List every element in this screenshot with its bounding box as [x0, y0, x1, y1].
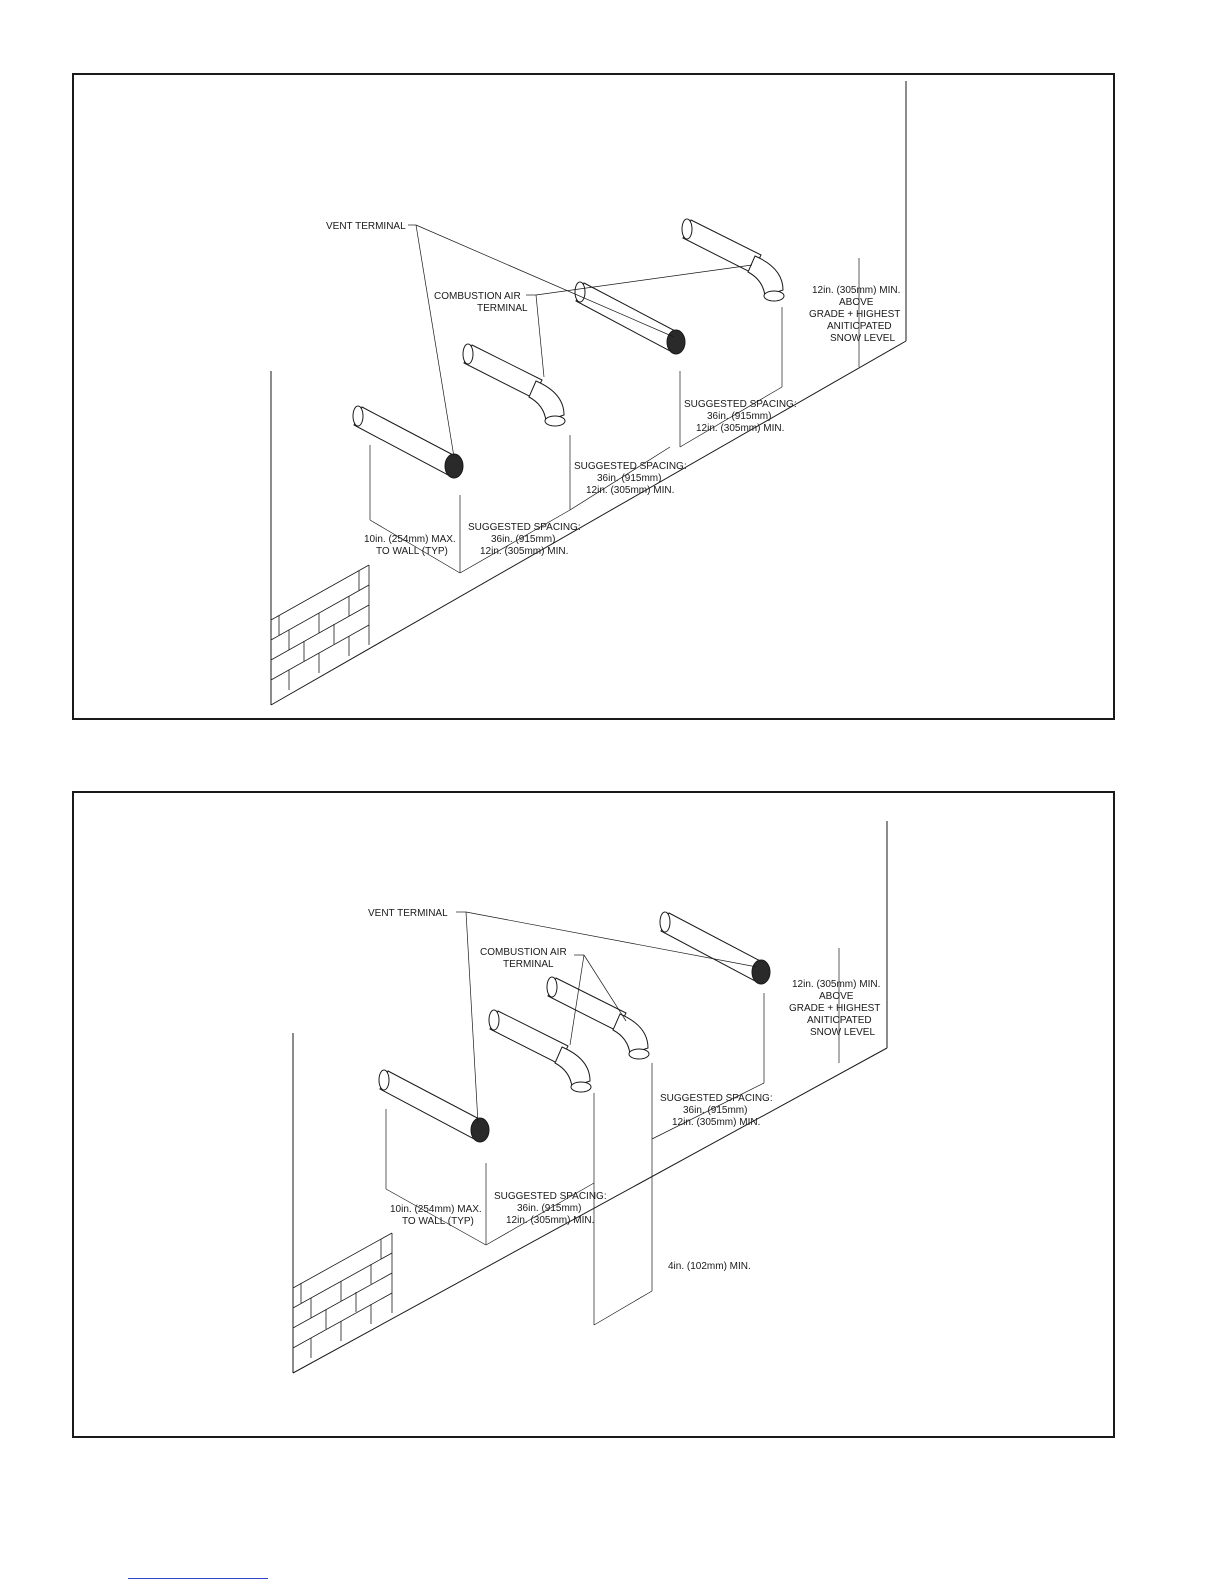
vent-layout-diagram-top: VENT TERMINAL COMBUSTION AIR TERMINAL 10… — [270, 81, 907, 706]
wall-distance-label: 10in. (254mm) MAX. — [390, 1204, 482, 1215]
grade-label-4: ANITICPATED — [807, 1015, 872, 1026]
grade-label-3: GRADE + HIGHEST — [789, 1003, 880, 1014]
wall-distance-label-2: TO WALL (TYP) — [402, 1216, 474, 1227]
spacing-label-a-2: 36in. (915mm) — [517, 1203, 581, 1214]
spacing-label-c: SUGGESTED SPACING: — [684, 399, 797, 410]
wall-base-line — [292, 1047, 888, 1374]
vent-terminal-label: VENT TERMINAL — [368, 908, 448, 919]
vent-terminal-label: VENT TERMINAL — [326, 221, 406, 232]
vent-terminal-pipe-1 — [352, 405, 464, 479]
leader-lines — [408, 224, 753, 458]
combustion-air-label-2: TERMINAL — [503, 959, 554, 970]
combustion-air-pipe-2 — [681, 218, 785, 302]
vent-layout-diagram-bottom: VENT TERMINAL COMBUSTION AIR TERMINAL 10… — [292, 821, 888, 1374]
spacing-label-c-2: 36in. (915mm) — [707, 411, 771, 422]
combustion-air-pipe-2 — [546, 976, 650, 1060]
brick-wall-pattern — [270, 564, 370, 690]
spacing-label-b: SUGGESTED SPACING: — [574, 461, 687, 472]
spacing-label-b-2: 36in. (915mm) — [597, 473, 661, 484]
wall-distance-label: 10in. (254mm) MAX. — [364, 534, 456, 545]
grade-label-5: SNOW LEVEL — [830, 333, 895, 344]
grade-label-3: GRADE + HIGHEST — [809, 309, 900, 320]
spacing-label-a: SUGGESTED SPACING: — [494, 1191, 607, 1202]
grade-label: 12in. (305mm) MIN. — [792, 979, 880, 990]
grade-label-2: ABOVE — [819, 991, 854, 1002]
grade-label: 12in. (305mm) MIN. — [812, 285, 900, 296]
dimension-lines — [369, 258, 860, 574]
combustion-air-label: COMBUSTION AIR — [434, 291, 521, 302]
min-4in-label: 4in. (102mm) MIN. — [668, 1261, 751, 1272]
spacing-label-b-3: 12in. (305mm) MIN. — [672, 1117, 760, 1128]
wall-base-line — [270, 340, 907, 706]
dimension-lines — [385, 948, 840, 1326]
diagram-panel-top: VENT TERMINAL COMBUSTION AIR TERMINAL 10… — [72, 73, 1115, 720]
brick-wall-pattern — [292, 1232, 393, 1358]
leader-lines — [456, 911, 758, 1124]
spacing-label-c-3: 12in. (305mm) MIN. — [696, 423, 784, 434]
vent-terminal-pipe-2 — [659, 911, 771, 985]
diagram-panel-bottom: VENT TERMINAL COMBUSTION AIR TERMINAL 10… — [72, 791, 1115, 1438]
footer-link-underline — [128, 1578, 268, 1579]
combustion-air-label-2: TERMINAL — [477, 303, 528, 314]
spacing-label-b-2: 36in. (915mm) — [683, 1105, 747, 1116]
combustion-air-pipe-1 — [488, 1009, 592, 1093]
spacing-label-a-3: 12in. (305mm) MIN. — [480, 546, 568, 557]
grade-label-2: ABOVE — [839, 297, 874, 308]
combustion-air-label: COMBUSTION AIR — [480, 947, 567, 958]
spacing-label-a-3: 12in. (305mm) MIN. — [506, 1215, 594, 1226]
grade-label-5: SNOW LEVEL — [810, 1027, 875, 1038]
wall-distance-label-2: TO WALL (TYP) — [376, 546, 448, 557]
grade-label-4: ANITICPATED — [827, 321, 892, 332]
combustion-air-pipe-1 — [462, 343, 566, 427]
spacing-label-b: SUGGESTED SPACING: — [660, 1093, 773, 1104]
spacing-label-a-2: 36in. (915mm) — [491, 534, 555, 545]
spacing-label-a: SUGGESTED SPACING: — [468, 522, 581, 533]
vent-screen-icon — [444, 453, 464, 479]
vent-terminal-pipe-1 — [378, 1069, 490, 1143]
spacing-label-b-3: 12in. (305mm) MIN. — [586, 485, 674, 496]
